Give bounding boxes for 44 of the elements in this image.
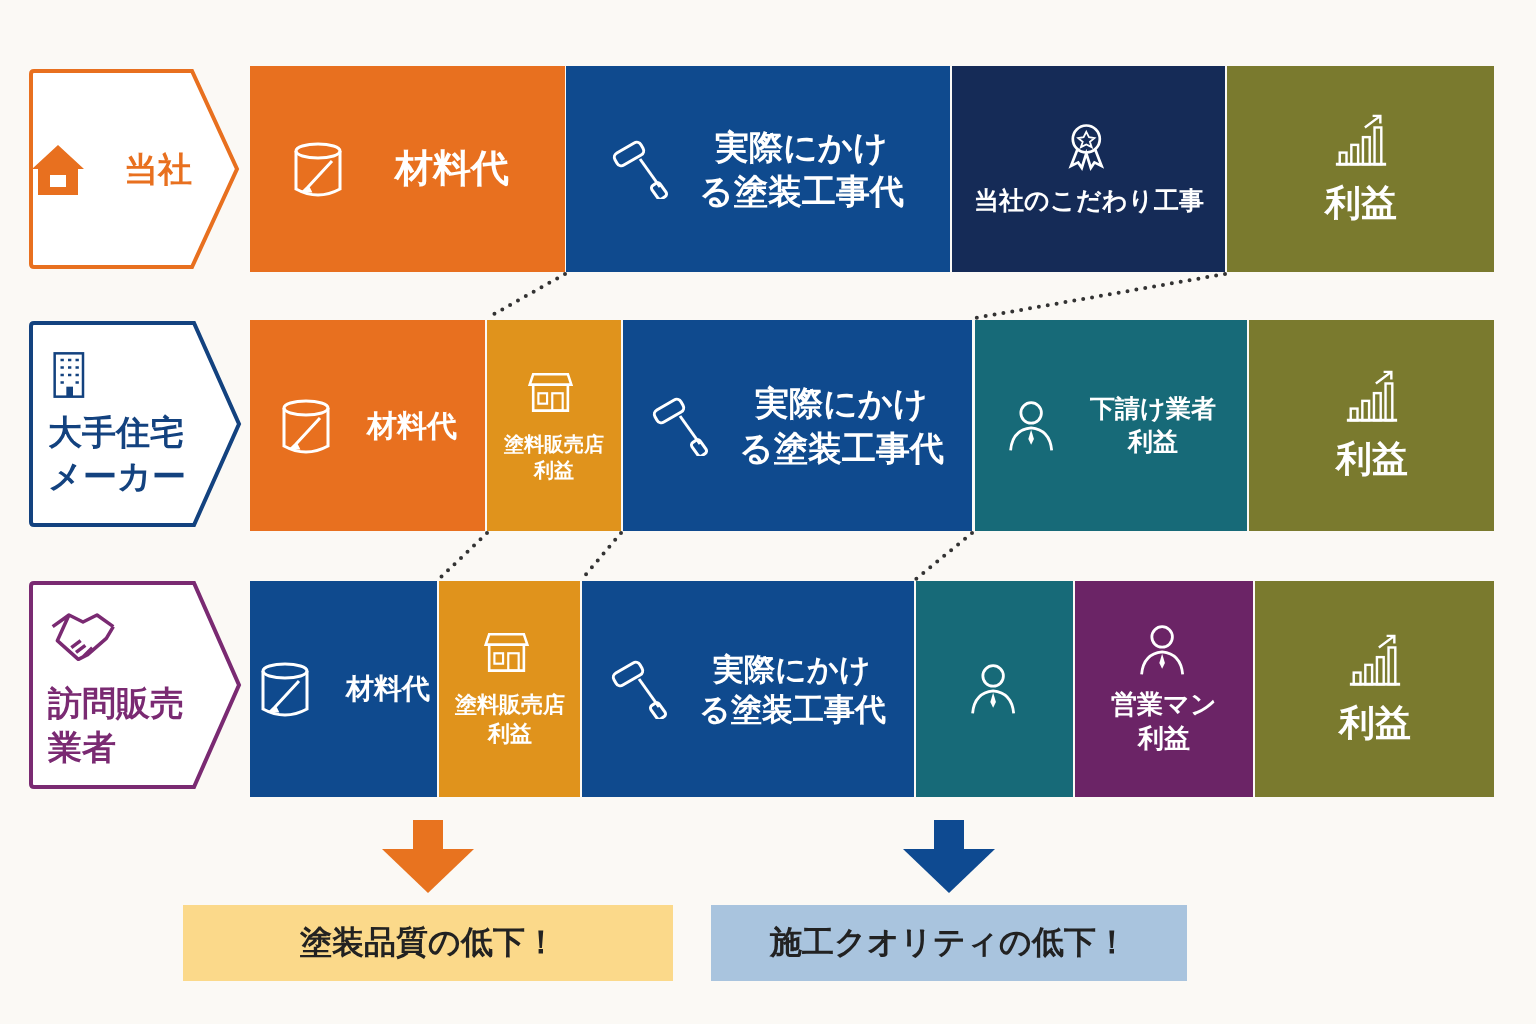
cost-segment: [250, 320, 485, 531]
row-label-tag: [28, 68, 240, 270]
segment-label: 塗料販売店利益: [453, 691, 566, 748]
cost-segment: [250, 581, 437, 797]
cost-segment: [1255, 581, 1494, 797]
cost-segment: [582, 581, 914, 797]
segment-label: 下請け業者利益: [1089, 393, 1217, 458]
cost-segment: [250, 66, 565, 272]
segment-label: 実際にかける塗装工事代: [738, 382, 945, 470]
conclusion-box: [711, 905, 1187, 981]
row-label-tag: [28, 320, 242, 528]
segment-label: 材料代: [365, 407, 458, 445]
cost-segment: [623, 320, 972, 531]
segment-label: 営業マン利益: [1110, 688, 1218, 755]
cost-segment: [1075, 581, 1253, 797]
cost-segment: [952, 66, 1225, 272]
cost-segment: [1249, 320, 1494, 531]
segment-label: 利益: [1337, 700, 1412, 745]
conclusion-text: 施工クオリティの低下！: [768, 922, 1129, 964]
cost-segment: [1227, 66, 1494, 272]
segment-label: 利益: [1334, 437, 1409, 482]
conclusion-text: 塗装品質の低下！: [298, 922, 558, 964]
row-label-tag: [28, 580, 242, 790]
cost-segment: [975, 320, 1247, 531]
dotted-guide-line: [437, 531, 489, 581]
segment-label: 利益: [1323, 180, 1398, 225]
dotted-guide-line: [914, 531, 974, 581]
conclusion-box: [183, 905, 673, 981]
segment-label: 実際にかける塗装工事代: [697, 649, 887, 729]
cost-segment: [487, 320, 621, 531]
empty-cost-segment: [916, 581, 1073, 797]
down-arrow: [903, 820, 995, 893]
row-label: 当社: [123, 147, 193, 191]
segment-label: 材料代: [344, 670, 431, 707]
segment-label: 実際にかける塗装工事代: [698, 125, 906, 213]
row-label: 訪問販売業者: [48, 681, 185, 769]
segment-label: 当社のこだわり工事: [973, 184, 1204, 217]
cost-segment: [439, 581, 580, 797]
down-arrow: [382, 820, 474, 893]
segment-label: 塗料販売店利益: [503, 430, 605, 483]
segment-label: 材料代: [393, 145, 510, 193]
cost-segment: [566, 66, 950, 272]
row-label: 大手住宅メーカー: [48, 410, 187, 498]
dotted-guide-line: [973, 272, 1227, 320]
